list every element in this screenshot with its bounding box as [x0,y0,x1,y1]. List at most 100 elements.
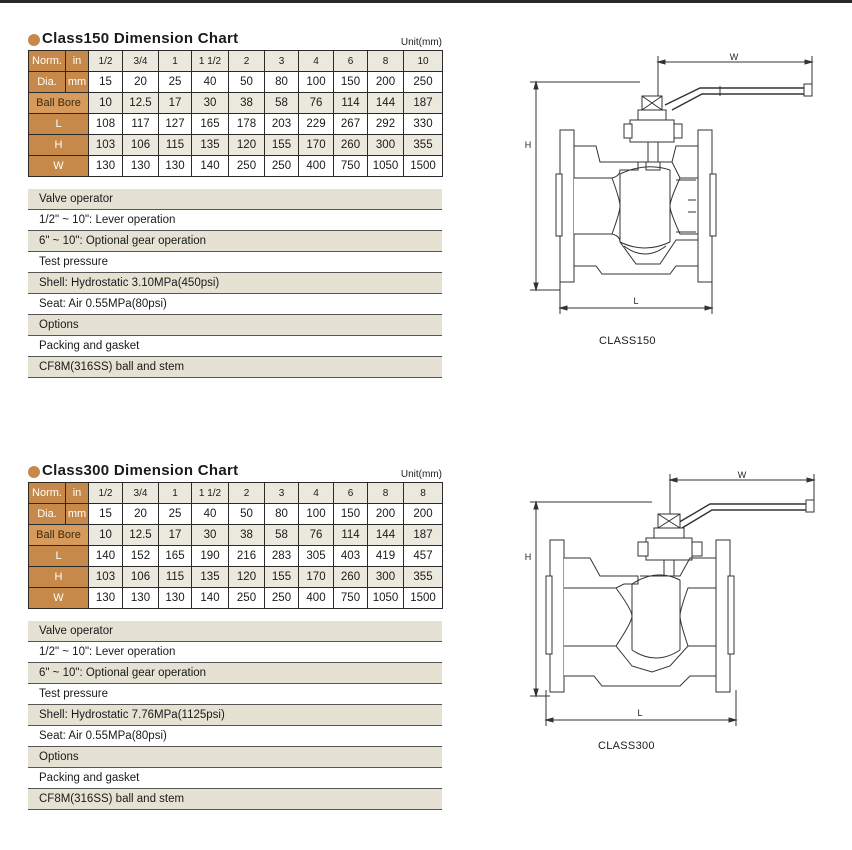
table-cell: 165 [191,113,229,135]
table-cell: 4 [298,50,334,72]
table-cell: 2 [228,50,265,72]
table-cell: 305 [298,545,334,567]
table-cell: 135 [191,134,229,156]
table-cell: 250 [403,71,443,93]
class150-w-label: W [730,52,739,62]
table-cell: 10 [88,524,123,546]
table-cell: 130 [122,587,159,609]
table-cell: 120 [228,134,265,156]
table-cell: 8 [367,50,404,72]
row-label: Ball Bore [28,524,89,546]
class150-section: Class150 Dimension Chart Unit(mm) Norm.i… [28,30,443,378]
table-cell: 117 [122,113,159,135]
table-cell: 300 [367,134,404,156]
table-cell: 12.5 [122,524,159,546]
table-cell: 108 [88,113,123,135]
table-cell: 292 [367,113,404,135]
table-cell: 1 [158,50,192,72]
table-cell: 355 [403,566,443,588]
table-cell: 8 [403,482,443,504]
table-cell: 750 [333,587,368,609]
note-item: Valve operator [28,189,442,210]
table-cell: 140 [191,587,229,609]
row-label: H [28,566,89,588]
table-cell: 40 [191,503,229,525]
note-item: Shell: Hydrostatic 7.76MPa(1125psi) [28,705,442,726]
table-cell: 30 [191,92,229,114]
class150-l-label: L [633,296,638,306]
table-cell: 2 [228,482,265,504]
table-cell: 76 [298,524,334,546]
table-cell: 127 [158,113,192,135]
table-cell: 76 [298,92,334,114]
table-cell: 140 [191,155,229,177]
table-cell: 106 [122,566,159,588]
table-cell: 106 [122,134,159,156]
table-cell: 103 [88,566,123,588]
table-cell: 100 [298,71,334,93]
note-item: Options [28,315,442,336]
row-label: Ball Bore [28,92,89,114]
row-label: H [28,134,89,156]
table-cell: 1500 [403,155,443,177]
table-cell: 8 [367,482,404,504]
table-cell: 400 [298,587,334,609]
table-cell: 38 [228,92,265,114]
table-cell: 229 [298,113,334,135]
in-label: in [65,482,89,504]
table-cell: 130 [122,155,159,177]
table-cell: 300 [367,566,404,588]
table-cell: 200 [367,71,404,93]
table-cell: 170 [298,134,334,156]
table-cell: 260 [333,134,368,156]
mm-label: mm [65,71,89,93]
table-cell: 250 [264,587,299,609]
class150-valve-drawing: W H L [525,52,814,314]
table-cell: 15 [88,503,123,525]
table-cell: 250 [228,155,265,177]
table-cell: 50 [228,503,265,525]
table-cell: 130 [158,587,192,609]
table-cell: 130 [88,587,123,609]
table-cell: 403 [333,545,368,567]
table-cell: 330 [403,113,443,135]
table-cell: 155 [264,566,299,588]
table-cell: 115 [158,566,192,588]
table-cell: 200 [403,503,443,525]
mm-label: mm [65,503,89,525]
class150-h-label: H [525,140,532,150]
table-cell: 3 [264,50,299,72]
table-cell: 12.5 [122,92,159,114]
table-cell: 400 [298,155,334,177]
table-cell: 165 [158,545,192,567]
table-cell: 6 [333,50,368,72]
table-cell: 203 [264,113,299,135]
class150-caption: CLASS150 [599,335,656,347]
table-cell: 355 [403,134,443,156]
table-cell: 457 [403,545,443,567]
bullet-dot-icon [28,34,40,46]
top-rule [0,0,852,3]
note-item: 6" ~ 10": Optional gear operation [28,231,442,252]
table-cell: 144 [367,92,404,114]
class300-section: Class300 Dimension Chart Unit(mm) Norm.i… [28,462,443,810]
table-cell: 135 [191,566,229,588]
table-cell: 130 [158,155,192,177]
table-cell: 25 [158,503,192,525]
table-cell: 15 [88,71,123,93]
table-cell: 17 [158,524,192,546]
table-cell: 80 [264,71,299,93]
norm-label: Norm. [28,482,66,504]
note-item: 1/2" ~ 10": Lever operation [28,210,442,231]
table-cell: 155 [264,134,299,156]
note-item: Seat: Air 0.55MPa(80psi) [28,726,442,747]
class300-w-label: W [738,470,747,480]
